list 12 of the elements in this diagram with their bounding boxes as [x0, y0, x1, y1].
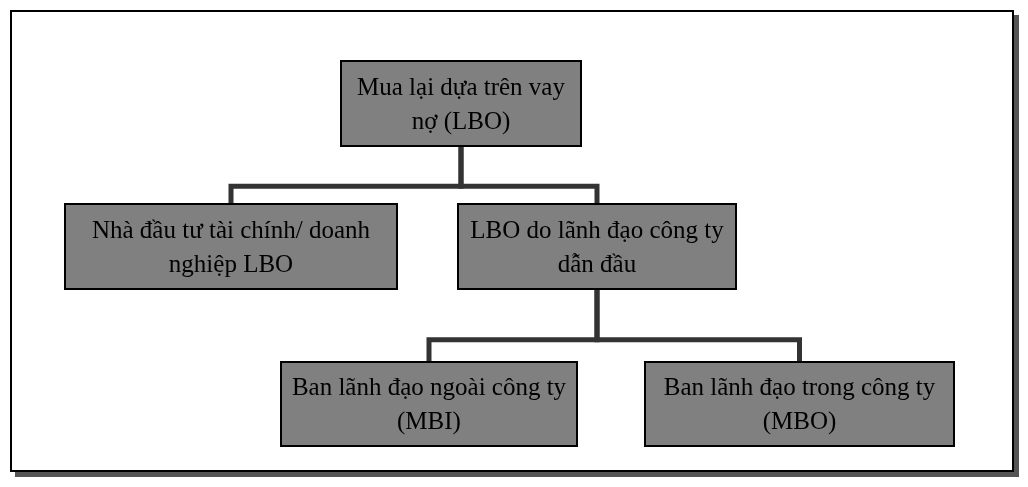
category-box: [64, 203, 398, 290]
box-label: Nhà đầu tư tài chính/ doanh nghiệp LBO: [90, 214, 372, 279]
box-label: LBO do lãnh đạo công ty dẫn đầu: [469, 214, 725, 279]
connector-line: [458, 147, 600, 203]
category-box: [644, 361, 955, 447]
box-label: Ban lãnh đạo trong công ty (MBO): [662, 372, 937, 436]
connector-line: [594, 290, 802, 361]
category-box: [280, 361, 578, 447]
box-label: Mua lại dựa trên vay nợ (LBO): [356, 71, 566, 136]
box-label: Ban lãnh đạo ngoài công ty (MBI): [290, 372, 568, 437]
category-box: [340, 60, 582, 147]
category-box: [457, 203, 737, 290]
